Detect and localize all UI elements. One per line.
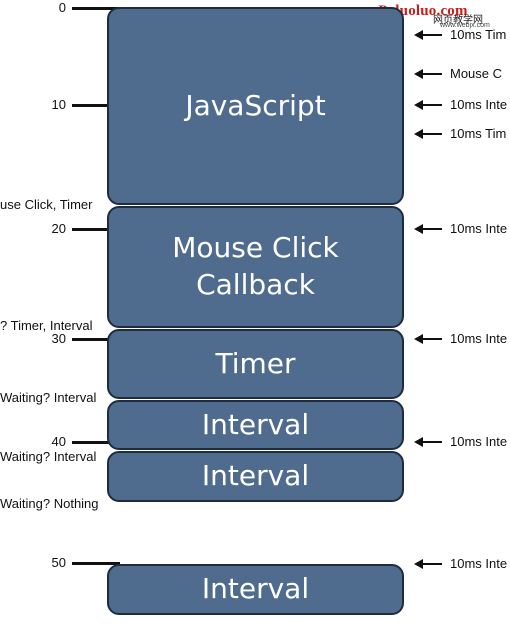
tick-label: 10	[51, 97, 66, 112]
javascript-block: JavaScript	[107, 7, 404, 205]
waiting-label: ? Timer, Interval	[0, 318, 93, 333]
arrow-left-icon	[414, 223, 442, 234]
event-marker: 10ms Inte	[414, 97, 507, 112]
tick-mark	[72, 441, 120, 444]
tick-label: 50	[51, 555, 66, 570]
tick-label: 30	[51, 331, 66, 346]
arrow-left-icon	[414, 436, 442, 447]
waiting-label: Waiting? Nothing	[0, 496, 99, 511]
tick-label: 40	[51, 434, 66, 449]
tick-mark	[72, 338, 120, 341]
event-label: 10ms Tim	[450, 27, 507, 42]
event-label: 10ms Inte	[450, 221, 508, 236]
event-marker: 10ms Tim	[414, 27, 506, 42]
event-marker: Mouse C	[414, 66, 502, 81]
waiting-label: Waiting? Interval	[0, 390, 97, 405]
interval-block: Interval	[107, 400, 404, 450]
tick-mark	[72, 104, 120, 107]
arrow-left-icon	[414, 29, 442, 40]
watermark-subtext: 网页教学网	[433, 15, 483, 26]
event-marker: 10ms Tim	[414, 126, 506, 141]
interval-block: Interval	[107, 564, 404, 615]
tick-label: 20	[51, 221, 66, 236]
interval-block: Interval	[107, 451, 404, 502]
arrow-left-icon	[414, 333, 442, 344]
event-marker: 10ms Inte	[414, 221, 507, 236]
event-label: 10ms Inte	[450, 331, 508, 346]
event-label: 10ms Tim	[450, 126, 507, 141]
arrow-left-icon	[414, 68, 442, 79]
arrow-left-icon	[414, 128, 442, 139]
event-label: 10ms Inte	[450, 556, 508, 571]
tick-mark	[72, 7, 120, 10]
arrow-left-icon	[414, 99, 442, 110]
tick-mark	[72, 228, 120, 231]
event-marker: 10ms Inte	[414, 556, 507, 571]
event-label: 10ms Inte	[450, 97, 508, 112]
waiting-label: use Click, Timer	[0, 197, 93, 212]
event-label: 10ms Inte	[450, 434, 508, 449]
event-marker: 10ms Inte	[414, 331, 507, 346]
tick-label: 0	[58, 0, 66, 15]
event-marker: 10ms Inte	[414, 434, 507, 449]
waiting-label: Waiting? Interval	[0, 449, 97, 464]
arrow-left-icon	[414, 558, 442, 569]
tick-mark	[72, 562, 120, 565]
event-label: Mouse C	[450, 66, 503, 81]
timer-block: Timer	[107, 329, 404, 399]
mouse-click-callback-block: Mouse Click Callback	[107, 206, 404, 328]
watermark-url: www.webjx.com	[440, 22, 490, 29]
